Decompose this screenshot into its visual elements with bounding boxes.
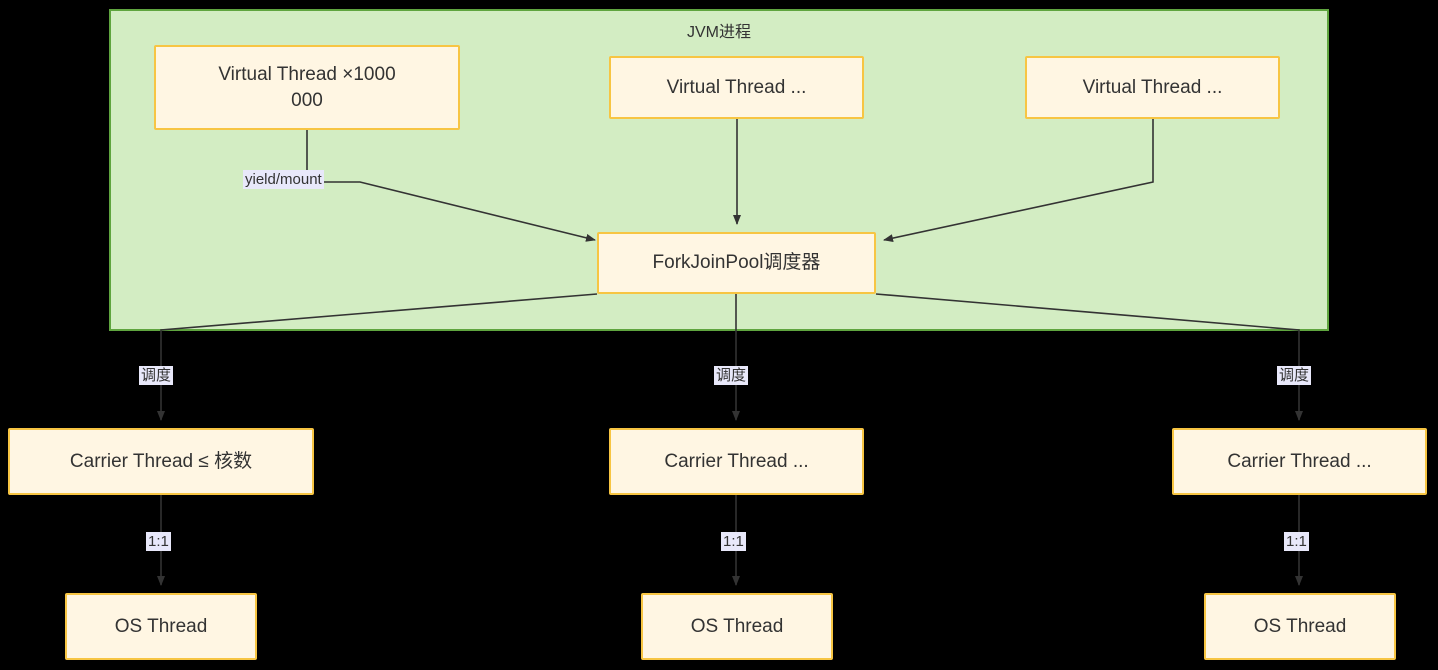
edge-label-yield-mount: yield/mount xyxy=(243,170,324,190)
node-os-thread-1[interactable]: OS Thread xyxy=(65,593,257,660)
jvm-process-cluster-label: JVM进程 xyxy=(686,24,751,41)
edge-label-one-to-one-2: 1:1 xyxy=(721,532,746,552)
node-ct2-label: Carrier Thread ... xyxy=(664,450,809,472)
node-os-thread-2[interactable]: OS Thread xyxy=(641,593,833,660)
node-carrier-thread-2[interactable]: Carrier Thread ... xyxy=(609,428,864,495)
node-vt3-label: Virtual Thread ... xyxy=(1082,76,1223,98)
node-vt2-label: Virtual Thread ... xyxy=(666,76,807,98)
node-vt1-line2: 000 xyxy=(291,89,323,111)
node-carrier-thread-3[interactable]: Carrier Thread ... xyxy=(1172,428,1427,495)
node-os3-label: OS Thread xyxy=(1253,615,1347,637)
node-carrier-thread-1[interactable]: Carrier Thread ≤ 核数 xyxy=(8,428,314,495)
node-ct1-label: Carrier Thread ≤ 核数 xyxy=(69,450,253,472)
node-virtual-thread-count[interactable]: Virtual Thread ×1000 000 xyxy=(154,45,460,130)
edge-label-schedule-2: 调度 xyxy=(714,366,749,386)
node-ct3-label: Carrier Thread ... xyxy=(1227,450,1372,472)
edge-label-one-to-one-1: 1:1 xyxy=(146,532,171,552)
edge-label-schedule-1: 调度 xyxy=(139,366,174,386)
node-virtual-thread-3[interactable]: Virtual Thread ... xyxy=(1025,56,1280,119)
edge-label-schedule-3: 调度 xyxy=(1277,366,1312,386)
node-os2-label: OS Thread xyxy=(690,615,784,637)
node-vt1-line1: Virtual Thread ×1000 xyxy=(218,63,396,85)
node-os1-label: OS Thread xyxy=(114,615,208,637)
node-os-thread-3[interactable]: OS Thread xyxy=(1204,593,1396,660)
node-fjp-label: ForkJoinPool调度器 xyxy=(652,252,821,274)
edge-label-one-to-one-3: 1:1 xyxy=(1284,532,1309,552)
node-forkjoinpool-scheduler[interactable]: ForkJoinPool调度器 xyxy=(597,232,876,294)
node-virtual-thread-2[interactable]: Virtual Thread ... xyxy=(609,56,864,119)
